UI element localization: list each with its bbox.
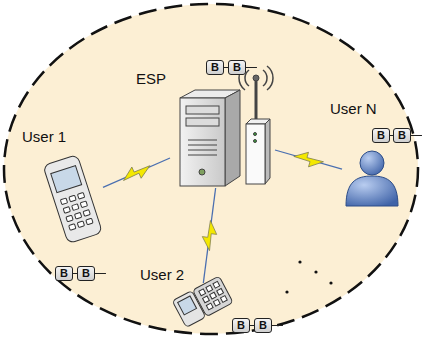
- wireless-link: [103, 158, 170, 187]
- buffer-label: B: [377, 129, 385, 141]
- user-node: User 2: [172, 283, 230, 319]
- buffer-box: B: [206, 60, 224, 75]
- buffer-label: B: [211, 61, 219, 73]
- node-label: ESP: [136, 70, 166, 88]
- server-node: ESP: [170, 82, 275, 188]
- queue-tail: [272, 325, 283, 326]
- coverage-area: [4, 4, 418, 334]
- buffer-box: B: [254, 318, 272, 333]
- queue-tail: [411, 135, 422, 136]
- wireless-link: [275, 149, 342, 171]
- node-label: User N: [330, 100, 377, 118]
- buffer-box: B: [232, 318, 250, 333]
- buffer-box: B: [77, 266, 95, 281]
- buffer-label: B: [82, 267, 90, 279]
- server-icon: [180, 90, 240, 186]
- antenna-icon: [239, 66, 273, 184]
- buffer-label: B: [237, 319, 245, 331]
- buffer-box: B: [393, 128, 411, 143]
- buffer-box: B: [228, 60, 246, 75]
- buffer-label: B: [60, 267, 68, 279]
- wireless-link: [201, 188, 219, 283]
- flip-phone-icon: [172, 276, 233, 327]
- mobile-phone-icon: [43, 154, 103, 243]
- user-node: User 1: [45, 152, 103, 248]
- buffer-label: B: [398, 129, 406, 141]
- node-label: User 1: [22, 128, 66, 146]
- buffer-box: B: [55, 266, 73, 281]
- queue-tail: [95, 273, 106, 274]
- buffer-label: B: [259, 319, 267, 331]
- queue-tail: [246, 67, 257, 68]
- buffer-label: B: [233, 61, 241, 73]
- ellipsis-dots: [285, 260, 332, 293]
- node-label: User 2: [140, 266, 184, 284]
- person-icon: [346, 151, 398, 206]
- user-node: User N: [342, 148, 404, 208]
- buffer-box: B: [372, 128, 390, 143]
